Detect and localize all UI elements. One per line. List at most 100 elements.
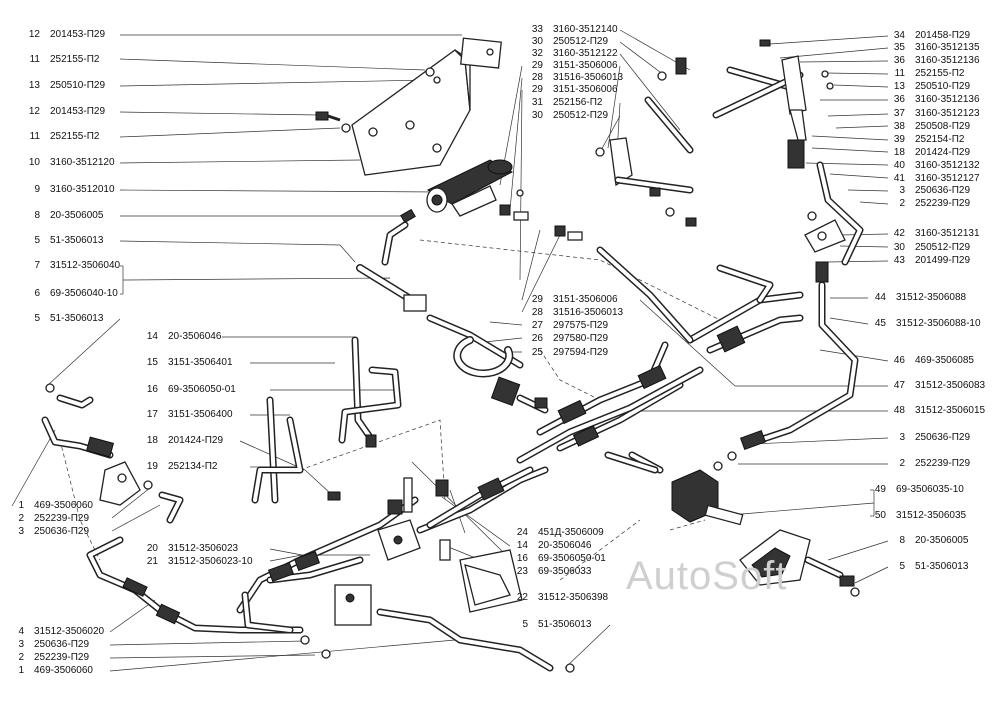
- watermark-text: AutoSoft: [626, 554, 788, 598]
- part-code: 451Д-3506009: [538, 527, 604, 538]
- callout-number: 28: [531, 72, 543, 83]
- callout-number: 4: [18, 626, 24, 637]
- part-code: 69-3506035-10: [896, 484, 964, 495]
- callout-number: 45: [874, 318, 886, 329]
- pivot-lever: [595, 57, 697, 227]
- callout-number: 41: [893, 173, 905, 184]
- callout-number: 49: [874, 484, 886, 495]
- part-code: 201424-П29: [168, 435, 224, 446]
- callout-number: 39: [893, 134, 905, 145]
- callout-number: 33: [531, 24, 543, 35]
- callout-number: 40: [893, 160, 905, 171]
- callout-number: 30: [531, 36, 543, 47]
- callout-number: 8: [899, 535, 905, 546]
- rear-tee-block: [628, 451, 744, 526]
- part-code: 252156-П2: [553, 97, 603, 108]
- part-code: 252239-П29: [34, 513, 90, 524]
- part-code: 250510-П29: [50, 80, 106, 91]
- part-code: 201458-П29: [915, 30, 971, 41]
- callout-number: 46: [893, 355, 905, 366]
- part-code: 69-3506050-01: [538, 553, 606, 564]
- part-callout: 33 3160-3512140: [525, 24, 618, 36]
- part-code: 252134-П2: [168, 461, 218, 472]
- callout-number: 16: [516, 553, 528, 564]
- part-code: 250636-П29: [915, 432, 971, 443]
- callout-number: 13: [28, 80, 40, 91]
- part-code: 252239-П29: [915, 458, 971, 469]
- callout-number: 5: [899, 561, 905, 572]
- part-code: 31512-3506035: [896, 510, 967, 521]
- part-code: 20-3506005: [50, 210, 104, 221]
- callout-number: 37: [893, 108, 905, 119]
- callout-number: 24: [516, 527, 528, 538]
- part-callout: 2 252239-П29: [887, 458, 970, 470]
- part-callout: 49 69-3506035-10: [868, 484, 964, 496]
- callout-number: 6: [34, 288, 40, 299]
- part-code: 31512-3506023-10: [168, 556, 253, 567]
- dashed-guides: [59, 239, 721, 581]
- part-code: 297594-П29: [553, 347, 609, 358]
- callout-number: 31: [531, 97, 543, 108]
- part-code: 250508-П29: [915, 121, 971, 132]
- part-code: 3160-3512140: [553, 24, 618, 35]
- part-code: 3160-3512131: [915, 228, 980, 239]
- part-code: 31512-3506398: [538, 592, 609, 603]
- part-code: 3160-3512136: [915, 94, 980, 105]
- part-code: 69-3506050-01: [168, 384, 236, 395]
- brake-distribution-tee: [377, 466, 549, 561]
- part-code: 469-3506060: [34, 665, 93, 676]
- part-code: 250510-П29: [915, 81, 971, 92]
- callout-number: 12: [28, 29, 40, 40]
- callout-number: 7: [34, 260, 40, 271]
- rear-brake-hose: [713, 261, 859, 471]
- part-code: 31512-3506015: [915, 405, 986, 416]
- part-code: 31512-3506088: [896, 292, 967, 303]
- part-code: 250636-П29: [34, 639, 90, 650]
- callout-number: 10: [28, 157, 40, 168]
- pipe-bracket: [435, 479, 523, 613]
- callout-number: 43: [893, 255, 905, 266]
- part-code: 31512-3506023: [168, 543, 239, 554]
- part-code: 3160-3512135: [915, 42, 980, 53]
- part-code: 3151-3506006: [553, 294, 618, 305]
- callout-number: 11: [29, 131, 40, 142]
- callout-number: 2: [899, 458, 905, 469]
- callout-number: 35: [893, 42, 905, 53]
- callout-number: 27: [531, 320, 543, 331]
- callout-number: 15: [146, 357, 158, 368]
- callout-number: 18: [146, 435, 158, 446]
- callout-number: 29: [531, 294, 543, 305]
- part-code: 252239-П29: [915, 198, 971, 209]
- part-code: 250636-П29: [915, 185, 971, 196]
- part-code: 20-3506046: [538, 540, 592, 551]
- mounting-bracket-plate: [351, 37, 502, 176]
- callout-number: 36: [893, 94, 905, 105]
- part-callout: 31 252156-П2: [525, 97, 603, 109]
- rear-wheel-cylinder: [739, 529, 860, 597]
